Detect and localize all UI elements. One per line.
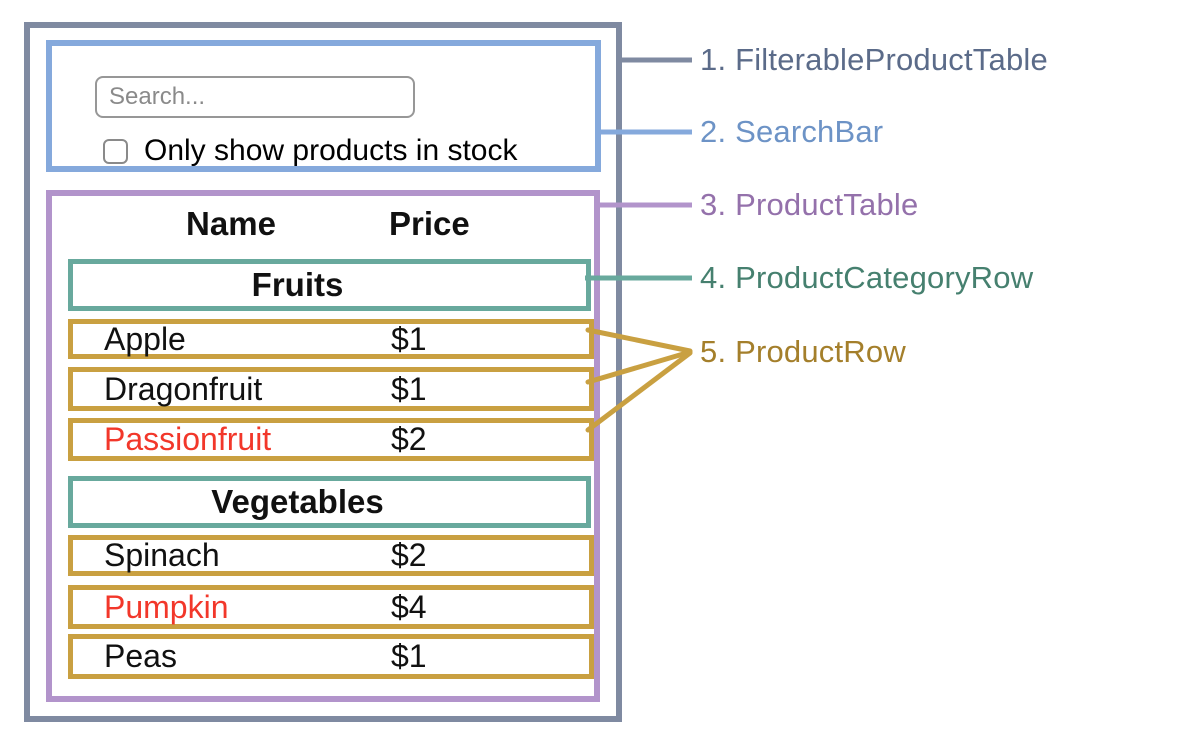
product-price: $2 <box>391 421 427 457</box>
product-price: $1 <box>391 638 427 674</box>
stock-filter-row: Only show products in stock <box>103 134 518 168</box>
search-input[interactable] <box>95 76 415 118</box>
search-bar-box: Only show products in stock <box>46 40 601 172</box>
product-row: Dragonfruit $1 <box>68 367 594 411</box>
product-name: Peas <box>104 638 177 674</box>
category-label: Vegetables <box>211 483 384 520</box>
product-name: Apple <box>104 320 186 357</box>
legend-item-search-bar: 2. SearchBar <box>700 114 884 149</box>
product-name: Spinach <box>104 537 220 573</box>
product-name: Passionfruit <box>104 421 272 457</box>
product-name: Pumpkin <box>104 588 229 625</box>
product-row: Peas $1 <box>68 634 594 679</box>
product-row: Passionfruit $2 <box>68 418 594 461</box>
legend-item-product-table: 3. ProductTable <box>700 187 919 222</box>
product-price: $2 <box>391 537 427 573</box>
category-row-fruits: Fruits <box>68 259 591 311</box>
product-price: $1 <box>391 320 427 357</box>
category-label: Fruits <box>251 266 344 303</box>
column-header-name: Name <box>186 205 276 242</box>
product-row: Spinach $2 <box>68 535 594 576</box>
product-price: $1 <box>391 370 427 407</box>
in-stock-checkbox-label: Only show products in stock <box>144 134 518 167</box>
legend-item-product-category-row: 4. ProductCategoryRow <box>700 260 1034 295</box>
legend-item-filterable-product-table: 1. FilterableProductTable <box>700 42 1048 77</box>
column-header-price: Price <box>389 205 470 242</box>
product-price: $4 <box>391 588 427 625</box>
in-stock-checkbox[interactable] <box>103 138 128 164</box>
product-table-box: Name Price Fruits Apple $1 Dragonfruit $… <box>46 190 600 702</box>
product-row: Apple $1 <box>68 319 594 359</box>
product-name: Dragonfruit <box>104 370 263 407</box>
legend-item-product-row: 5. ProductRow <box>700 334 906 369</box>
category-row-vegetables: Vegetables <box>68 476 591 528</box>
product-row: Pumpkin $4 <box>68 585 594 629</box>
